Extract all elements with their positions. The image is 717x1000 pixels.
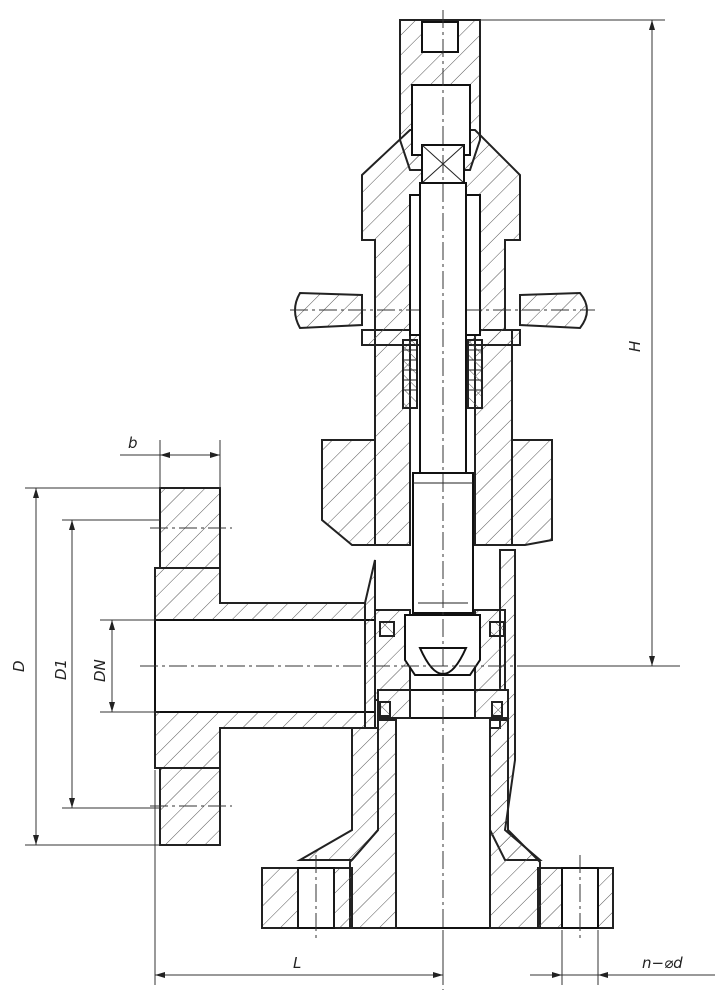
stem-thread-left	[402, 339, 418, 409]
stem	[379, 182, 505, 717]
label-D1: D1	[52, 659, 70, 680]
dimension-n-d: n−⌀d	[530, 930, 715, 985]
stem-thread-right	[467, 339, 483, 409]
label-D: D	[10, 660, 28, 672]
label-n-d: n−⌀d	[642, 954, 683, 972]
label-DN: DN	[91, 659, 109, 682]
outlet-flange	[261, 855, 614, 940]
dimension-D1: D1	[52, 519, 160, 809]
label-b: b	[128, 434, 138, 452]
dimension-D: D	[10, 487, 160, 846]
label-L: L	[293, 954, 301, 972]
top-cap	[399, 19, 481, 184]
dimension-b: b	[120, 434, 221, 488]
dimension-DN: DN	[91, 619, 160, 713]
label-H: H	[626, 341, 644, 352]
dimension-H: H	[480, 19, 665, 667]
dimension-L: L	[154, 770, 444, 985]
